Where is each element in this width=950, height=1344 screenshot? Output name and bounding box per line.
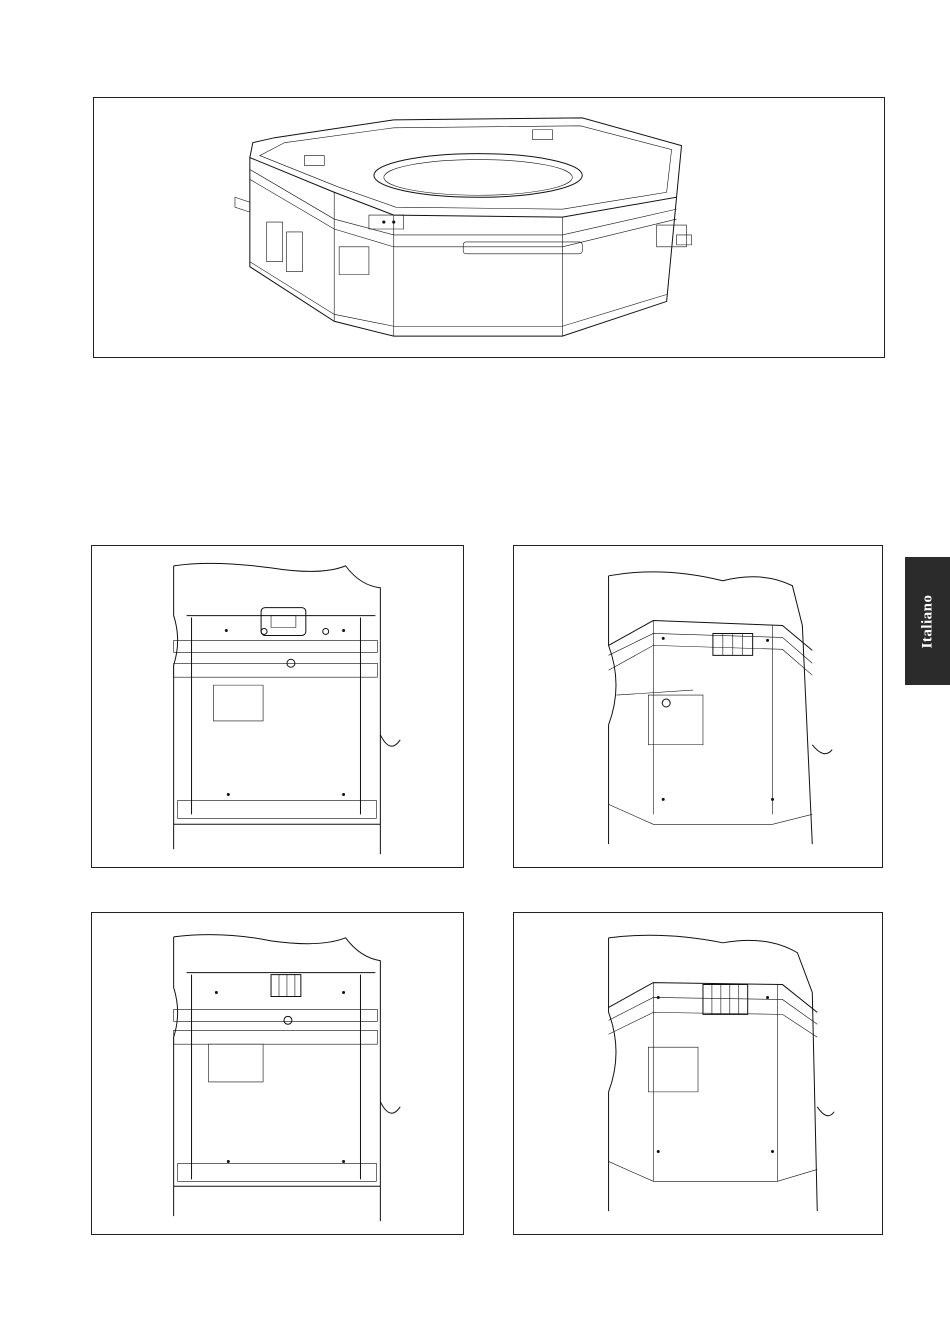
language-label: Italiano — [919, 594, 936, 648]
figure-front-panel — [91, 545, 464, 868]
unit-front-terminal-drawing — [92, 913, 463, 1234]
unit-corner-terminal-drawing — [514, 546, 882, 867]
figure-corner-terminal-open — [513, 545, 883, 868]
figure-front-terminal — [91, 912, 464, 1235]
language-side-tab: Italiano — [905, 557, 950, 685]
figure-corner-terminal-block — [513, 912, 883, 1235]
unit-corner-terminal-block-drawing — [514, 913, 882, 1234]
cassette-unit-isometric-drawing — [94, 98, 884, 357]
unit-front-panel-drawing — [92, 546, 463, 867]
figure-cassette-unit — [93, 97, 885, 358]
